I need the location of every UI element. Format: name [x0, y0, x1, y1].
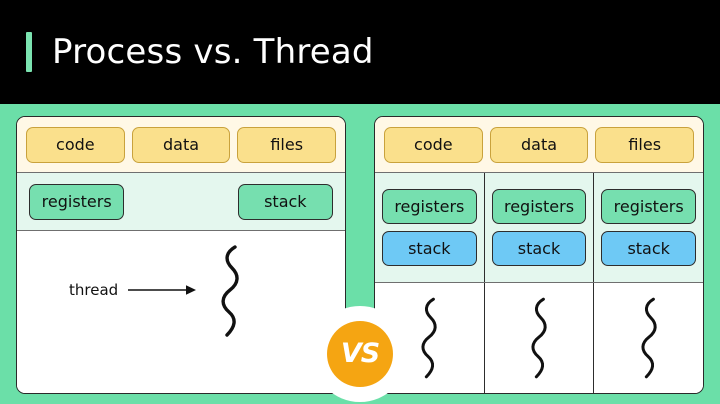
vs-badge-label: VS [340, 337, 380, 369]
chip-registers: registers [601, 189, 697, 224]
chip-stack: stack [382, 231, 477, 266]
chip-registers: registers [491, 189, 587, 224]
page-title: Process vs. Thread [52, 32, 374, 72]
process-thread-area: thread [17, 231, 345, 393]
chip-files: files [237, 126, 337, 163]
thread-mid-strip: registers stack registers stack register… [375, 173, 703, 283]
chip-stack: stack [491, 231, 587, 266]
chip-files: files [595, 126, 695, 163]
thread-annotation: thread [69, 281, 197, 299]
thread-squiggle-area [375, 283, 703, 393]
process-card: code data files registers stack thread [16, 116, 346, 394]
chip-code: code [384, 126, 483, 163]
chip-data: data [489, 126, 589, 163]
vs-badge-circle: VS [327, 321, 393, 387]
process-top-strip: code data files [17, 117, 345, 173]
thread-squiggle-column-1 [375, 283, 485, 393]
thread-squiggle-icon [221, 245, 239, 337]
header-accent-bar [26, 32, 32, 72]
thread-label: thread [69, 281, 119, 299]
process-thread-column: thread [17, 231, 345, 393]
chip-registers: registers [382, 189, 477, 224]
chip-data: data [131, 126, 231, 163]
slide-header: Process vs. Thread [0, 0, 720, 104]
thread-squiggle-column-3 [594, 283, 703, 393]
thread-squiggle-icon [531, 297, 547, 379]
process-mid-strip: registers stack [17, 173, 345, 231]
thread-squiggle-column-2 [485, 283, 595, 393]
chip-stack: stack [237, 183, 333, 220]
thread-top-strip: code data files [375, 117, 703, 173]
arrow-right-icon [128, 285, 197, 295]
thread-column-1: registers stack [375, 173, 485, 282]
chip-stack: stack [601, 231, 697, 266]
thread-column-2: registers stack [485, 173, 595, 282]
chip-code: code [26, 126, 125, 163]
chip-registers: registers [29, 183, 125, 220]
vs-badge: VS [312, 306, 408, 402]
diagram-stage: code data files registers stack thread [0, 104, 720, 404]
thread-column-3: registers stack [594, 173, 703, 282]
thread-squiggle-icon [421, 297, 438, 379]
thread-squiggle-icon [641, 297, 657, 379]
thread-card: code data files registers stack register… [374, 116, 704, 394]
